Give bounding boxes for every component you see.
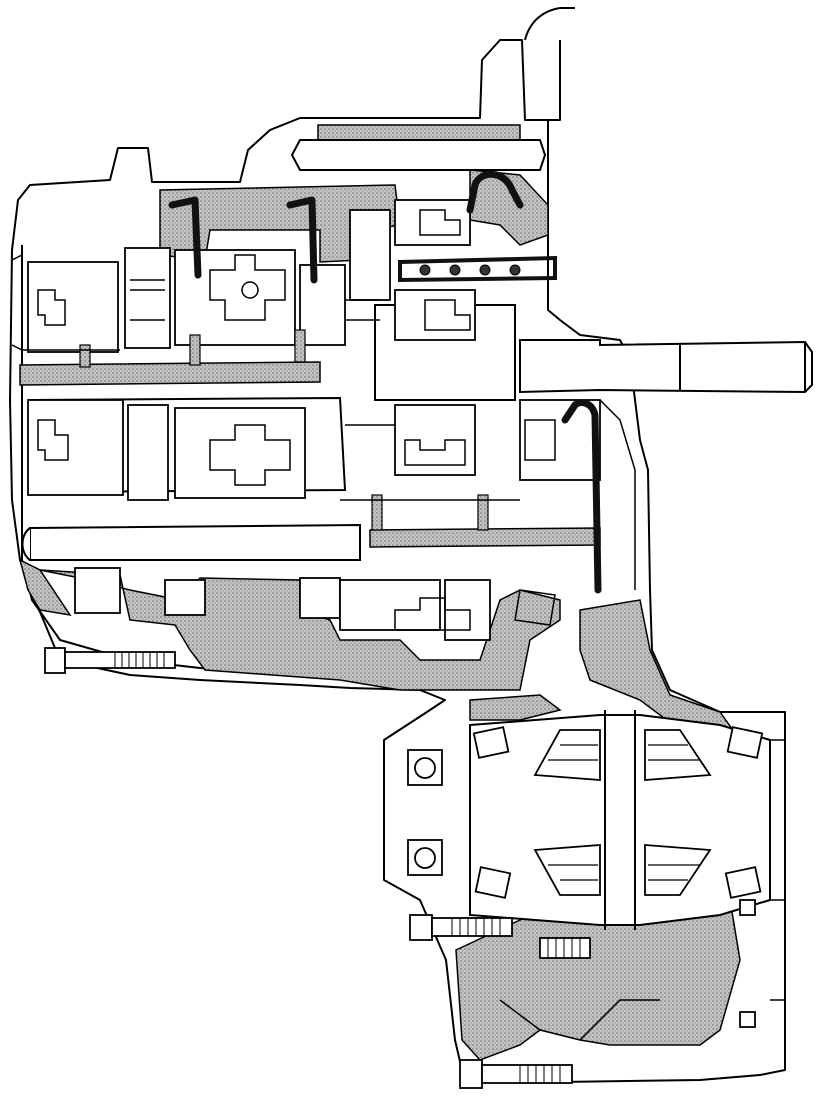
oil-drop-1: [189, 334, 201, 366]
bolt-right-upper: [739, 899, 756, 916]
differential-case: [469, 714, 771, 926]
bolt-head-diff: [409, 914, 433, 941]
diff-bearing-upper-left: [472, 726, 510, 759]
left-shaft-sleeve: [19, 361, 321, 386]
counter-shaft: [290, 139, 547, 171]
bolt-thread-bottom: [519, 1065, 561, 1083]
gear-mid-2: [127, 404, 169, 501]
dowel-upper: [414, 757, 436, 779]
gear-upper-6: [349, 209, 391, 301]
bolt-thread-diff: [451, 918, 501, 936]
bolt-head-bottom: [459, 1059, 483, 1089]
gear-mid-3: [174, 407, 306, 499]
synchro-mid-right: [404, 439, 466, 466]
diff-side-gear-upper-left: [533, 729, 601, 781]
oil-passage-mid: [286, 196, 318, 284]
oil-passage-left: [168, 196, 202, 279]
gear-upper-1: [27, 261, 119, 353]
oil-drop-3: [79, 344, 91, 368]
oil-passage-right: [561, 399, 602, 594]
synchro-low: [394, 597, 471, 631]
diff-bearing-cap: [469, 694, 562, 721]
bolt-shank-left: [64, 651, 176, 669]
dowel-boss-upper: [407, 749, 443, 786]
oil-passage-top: [466, 170, 524, 214]
left-seal-housing: [11, 253, 23, 352]
right-upper-casting: [469, 169, 549, 246]
diff-bearing-lower-right: [724, 866, 762, 899]
input-shaft-nose: [21, 527, 31, 561]
dowel-boss-lower: [407, 839, 443, 876]
diff-bearing-upper-right: [726, 726, 764, 759]
diff-bearing-lower-left: [474, 866, 512, 899]
gear-mid-1: [27, 399, 124, 496]
upper-extension-outline: [524, 7, 575, 121]
synchro-upper-left: [37, 289, 66, 326]
bolt-head-left: [44, 647, 66, 674]
right-flange-plate: [770, 739, 785, 1001]
gear-low-3: [299, 577, 341, 619]
gear-low-2: [164, 579, 206, 616]
gear-top-right: [394, 199, 471, 246]
bolt-shank-bottom: [481, 1064, 573, 1084]
lower-case-detail: [499, 999, 660, 1041]
synchro-mid-left: [37, 419, 69, 461]
housing-flange-right: [599, 399, 636, 590]
diff-side-gear-lower-right: [644, 844, 712, 896]
synchro-upper-mid: [209, 254, 286, 321]
diff-side-gear-lower-left: [533, 844, 601, 896]
gear-upper-4: [299, 264, 346, 346]
oil-drop-4: [371, 494, 383, 531]
bolt-right-lower: [739, 1011, 756, 1028]
dowel-lower: [414, 847, 436, 869]
bearing-mid-right: [524, 419, 556, 461]
top-housing-casting: [317, 124, 521, 141]
bolt-diff-mid: [539, 937, 591, 959]
gear-low-1: [74, 567, 121, 614]
roller-3: [479, 264, 491, 276]
oil-line-top-row: [398, 255, 557, 283]
roller-2: [449, 264, 461, 276]
diff-side-gear-upper-right: [644, 729, 712, 781]
roller-4: [509, 264, 521, 276]
bolt-thread-left: [114, 652, 165, 668]
gear-low-4: [339, 579, 441, 631]
mid-shaft-sleeve: [369, 527, 601, 548]
output-shaft: [519, 339, 813, 394]
gear-upper-2: [124, 247, 171, 349]
synchro-mid-center: [209, 424, 291, 486]
synchro-top: [419, 209, 461, 236]
input-shaft: [29, 523, 361, 561]
inner-housing-wall: [21, 245, 301, 673]
oil-drop-5: [477, 494, 489, 531]
shift-pin: [241, 281, 259, 299]
synchro-upper-right: [424, 299, 471, 331]
gearbox-housing-outline: [9, 39, 786, 1083]
bearing-low: [514, 589, 556, 626]
roller-1: [419, 264, 431, 276]
bolt-thread-mid: [547, 938, 581, 958]
oil-drop-2: [294, 329, 306, 363]
gear-mid-5: [519, 399, 601, 481]
left-lower-wall: [18, 558, 72, 617]
